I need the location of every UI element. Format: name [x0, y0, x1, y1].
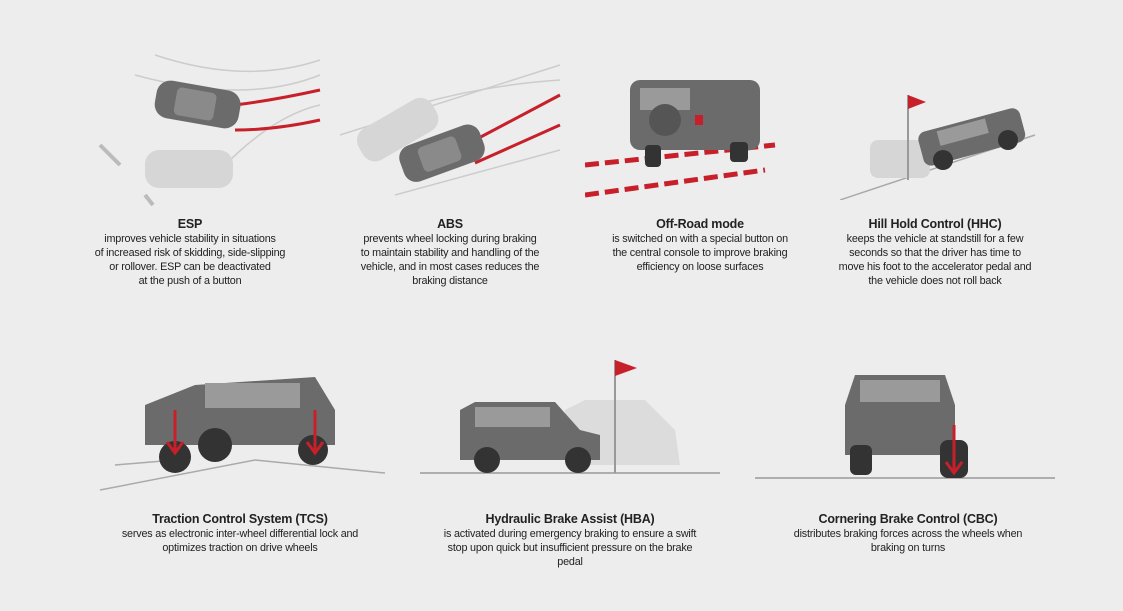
- feature-description-line: distributes braking forces across the wh…: [793, 528, 1023, 540]
- feature-esp: ESP improves vehicle stability in situat…: [60, 217, 320, 288]
- feature-description-line: efficiency on loose surfaces: [636, 261, 764, 273]
- esp-illustration: [98, 54, 321, 207]
- feature-title: ESP: [177, 217, 203, 231]
- feature-description-line: vehicle, and in most cases reduces the: [360, 261, 540, 273]
- feature-description-line: move his foot to the accelerator pedal a…: [838, 261, 1032, 273]
- feature-offroad: Off-Road mode is switched on with a spec…: [570, 217, 830, 274]
- feature-description-line: the vehicle does not roll back: [868, 275, 1002, 287]
- feature-description-line: keeps the vehicle at standstill for a fe…: [846, 233, 1024, 245]
- feature-description-line: improves vehicle stability in situations: [104, 233, 276, 245]
- feature-description-line: at the push of a button: [138, 275, 242, 287]
- feature-title: Hydraulic Brake Assist (HBA): [485, 512, 655, 526]
- hba-illustration: [420, 360, 720, 474]
- feature-title: ABS: [437, 217, 463, 231]
- feature-description-line: stop upon quick but insufficient pressur…: [447, 542, 693, 554]
- offroad-illustration: [585, 80, 776, 198]
- hhc-illustration: [840, 95, 1036, 200]
- feature-description-line: seconds so that the driver has time to: [849, 247, 1021, 259]
- feature-description-line: the central console to improve braking: [612, 247, 788, 259]
- feature-description-line: is switched on with a special button on: [612, 233, 788, 245]
- feature-description-line: optimizes traction on drive wheels: [162, 542, 318, 554]
- feature-tcs: Traction Control System (TCS) serves as …: [90, 512, 390, 555]
- feature-description-line: prevents wheel locking during braking: [363, 233, 537, 245]
- feature-title: Cornering Brake Control (CBC): [818, 512, 998, 526]
- feature-description-line: or rollover. ESP can be deactivated: [109, 261, 271, 273]
- feature-description-line: of increased risk of skidding, side-slip…: [94, 247, 286, 259]
- feature-hhc: Hill Hold Control (HHC) keeps the vehicl…: [805, 217, 1065, 288]
- feature-description-line: pedal: [557, 556, 583, 568]
- feature-abs: ABS prevents wheel locking during brakin…: [320, 217, 580, 288]
- feature-description-line: to maintain stability and handling of th…: [360, 247, 540, 259]
- abs-illustration: [339, 64, 561, 196]
- tcs-illustration: [99, 377, 386, 491]
- feature-description-line: braking distance: [412, 275, 488, 287]
- feature-title: Traction Control System (TCS): [152, 512, 328, 526]
- feature-description-line: braking on turns: [870, 542, 946, 554]
- feature-cbc: Cornering Brake Control (CBC) distribute…: [758, 512, 1058, 555]
- feature-description-line: is activated during emergency braking to…: [443, 528, 697, 540]
- feature-description-line: serves as electronic inter-wheel differe…: [121, 528, 359, 540]
- feature-title: Hill Hold Control (HHC): [868, 217, 1002, 231]
- feature-hba: Hydraulic Brake Assist (HBA) is activate…: [415, 512, 725, 569]
- cbc-illustration: [755, 375, 1055, 479]
- feature-title: Off-Road mode: [656, 217, 744, 231]
